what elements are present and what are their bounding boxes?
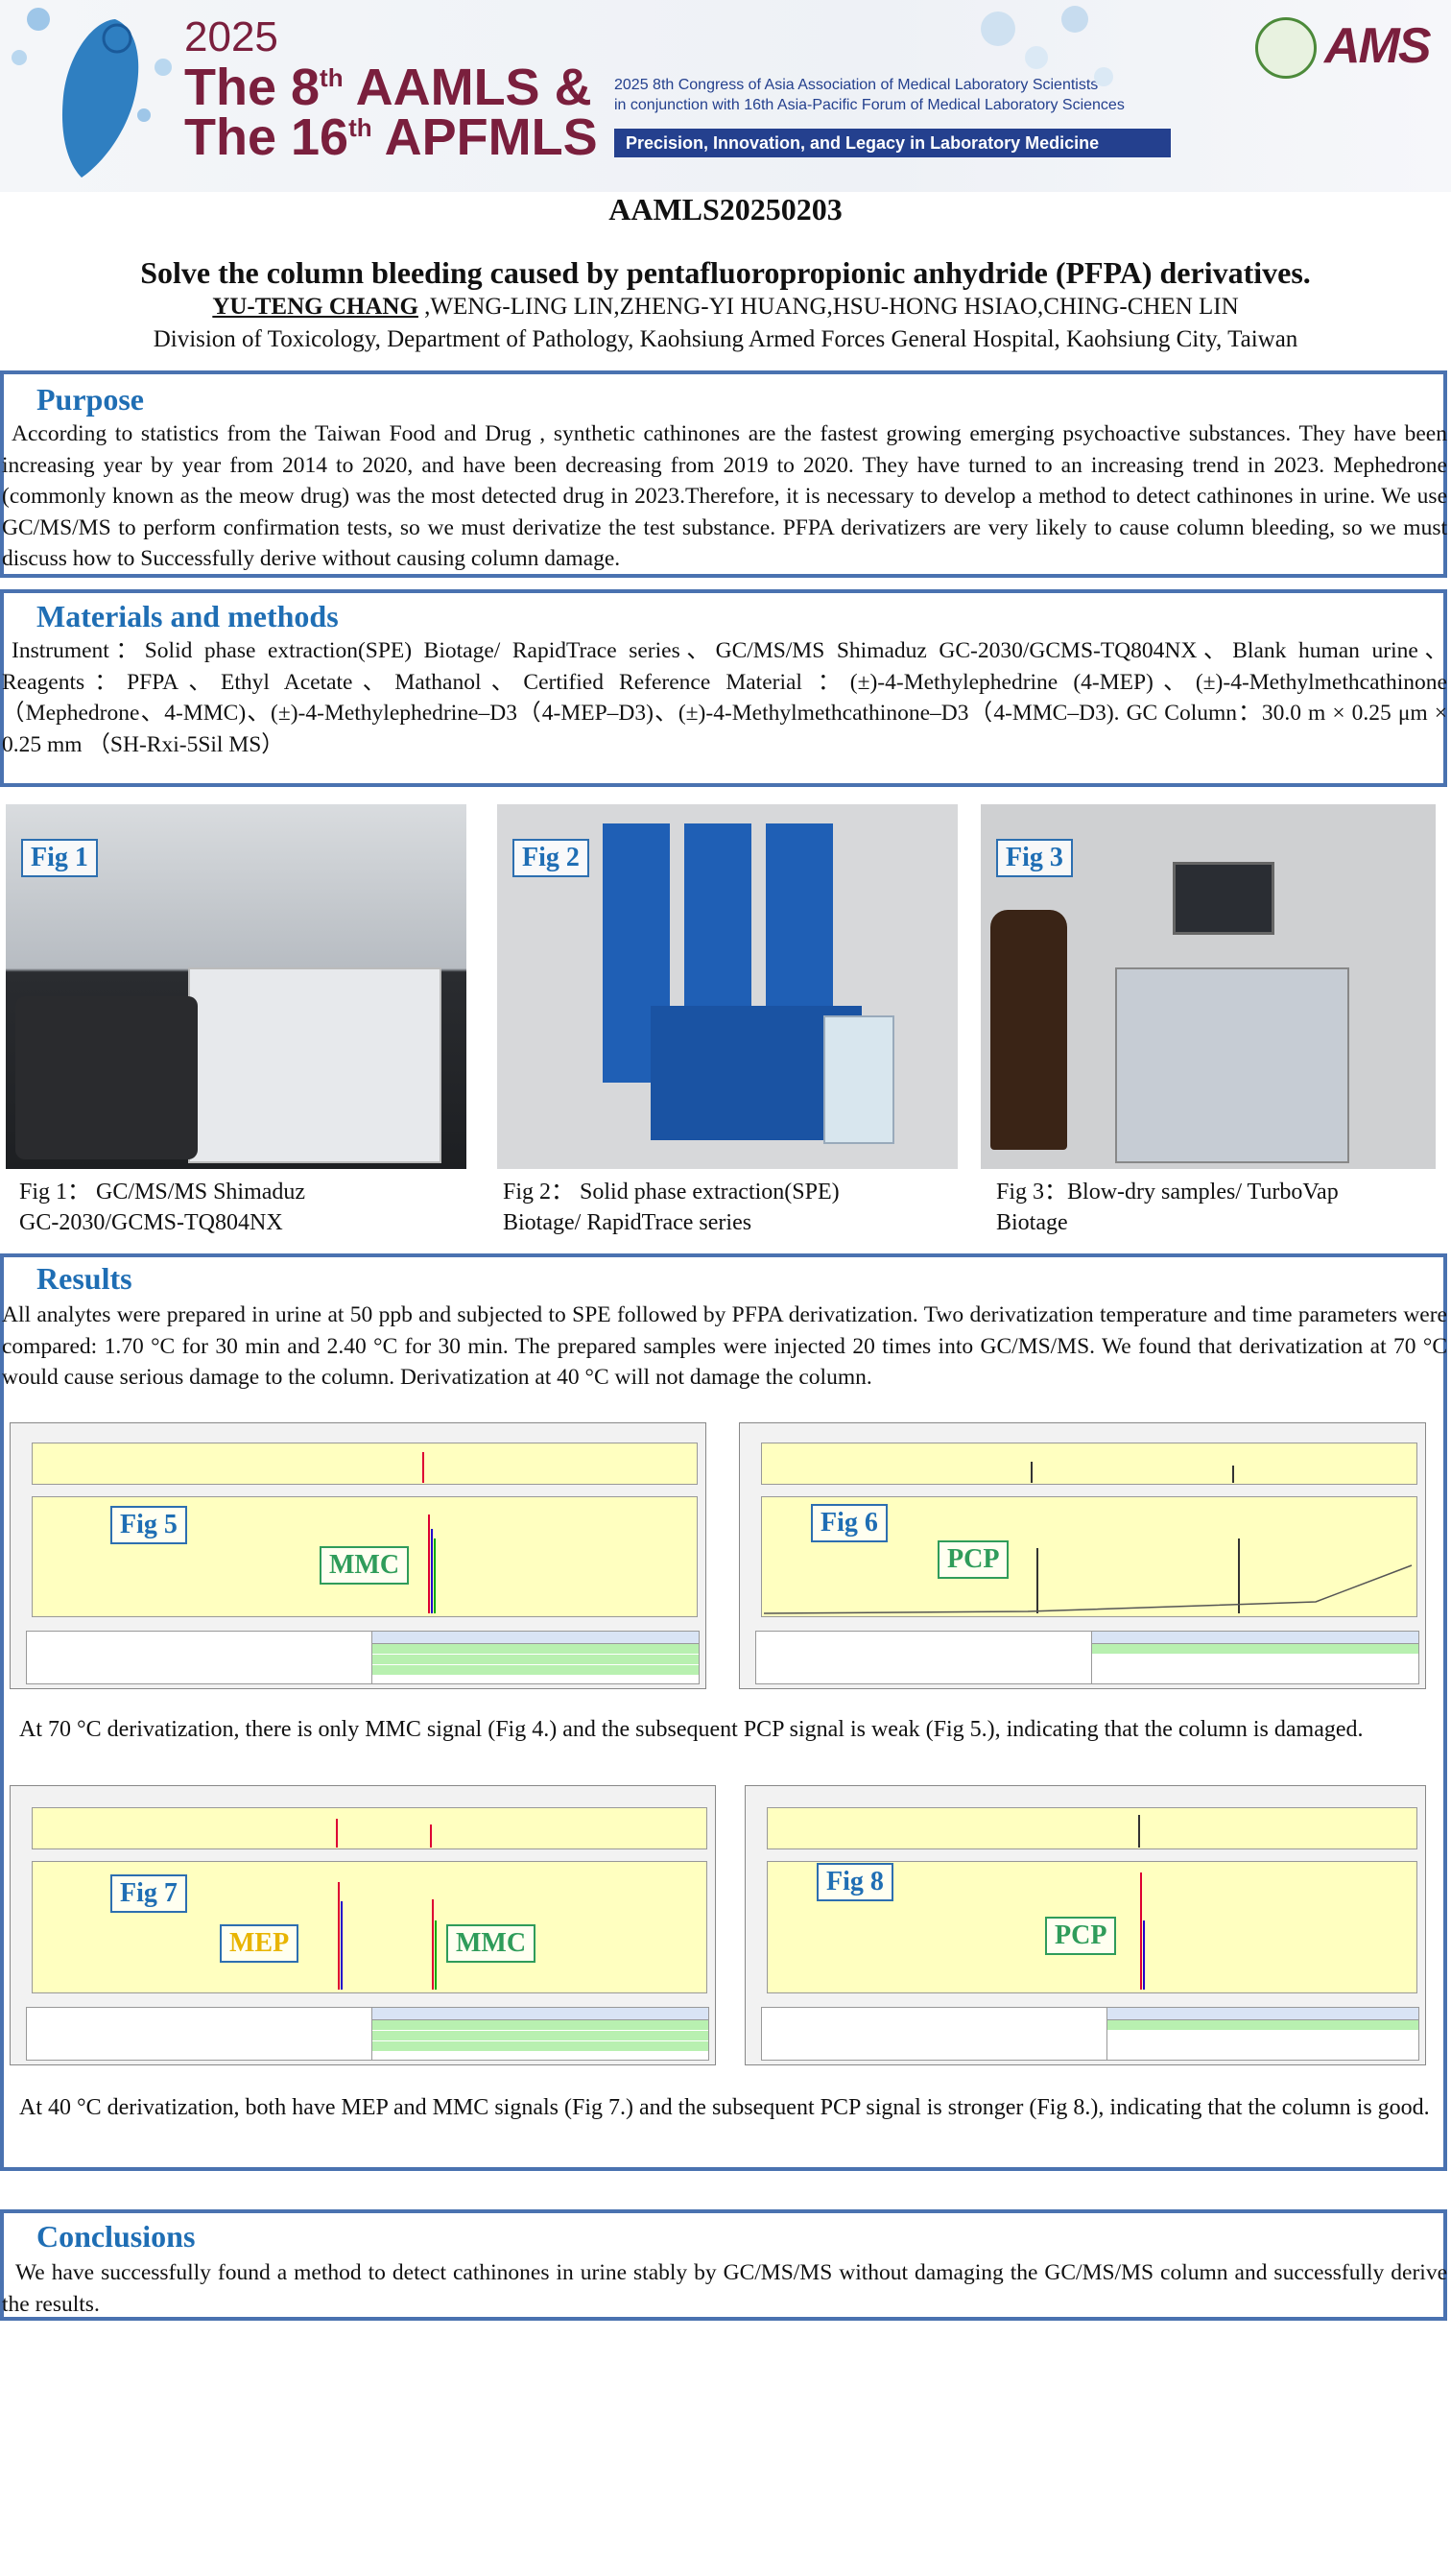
- conference-banner: 2025 The 8th AAMLS & The 16th APFMLS 202…: [0, 0, 1451, 192]
- figure-6-results-table: [1091, 1631, 1419, 1684]
- banner-subtitle: 2025 8th Congress of Asia Association of…: [614, 77, 1125, 113]
- methods-section: [0, 589, 1447, 787]
- molecule-decoration-icon: [981, 6, 1113, 86]
- figure-7-chromatogram: Fig 7 MEP MMC: [10, 1785, 716, 2065]
- figure-5-results-table: [371, 1631, 700, 1684]
- purpose-section: [0, 370, 1447, 578]
- banner-year: 2025: [184, 13, 278, 60]
- results-section: [0, 1253, 1447, 2171]
- figure-6-compound-pcp: PCP: [938, 1540, 1010, 1579]
- figure-8-compound-pcp: PCP: [1045, 1917, 1117, 1955]
- conclusions-section: [0, 2209, 1447, 2321]
- figure-5-compound-mmc: MMC: [320, 1546, 410, 1585]
- conclusions-heading: Conclusions: [36, 2219, 196, 2254]
- author-list: YU-TENG CHANG ,WENG-LING LIN,ZHENG-YI HU…: [212, 294, 1239, 320]
- figure-2-photo: Fig 2: [497, 804, 958, 1169]
- figure-7-compound-mmc: MMC: [446, 1924, 536, 1963]
- figure-8-trace: [1138, 1815, 1145, 1990]
- figure-3-photo: Fig 3: [981, 804, 1436, 1169]
- ams-logo: AMS: [1324, 18, 1432, 74]
- affiliation: Division of Toxicology, Department of Pa…: [153, 326, 1298, 352]
- banner-line-1: The 8th AAMLS &: [184, 59, 592, 116]
- results-text: All analytes were prepared in urine at 5…: [2, 1302, 1447, 1390]
- banner-line-2: The 16th APFMLS: [184, 108, 598, 166]
- figure-1-label: Fig 1: [21, 839, 98, 877]
- figure-8-spectrum-panel: [761, 2007, 1108, 2061]
- results-note-70c: At 70 °C derivatization, there is only M…: [19, 1717, 1364, 1742]
- figure-1-photo: Fig 1: [6, 804, 466, 1169]
- figure-2-label: Fig 2: [512, 839, 589, 877]
- figure-5-spectrum-panel: [26, 1631, 373, 1684]
- figure-5-label: Fig 5: [110, 1506, 187, 1544]
- methods-text: Instrument：Solid phase extraction(SPE) B…: [2, 638, 1447, 757]
- figure-5-trace: [422, 1452, 436, 1613]
- figure-7-trace: [336, 1819, 437, 1990]
- results-heading: Results: [36, 1261, 132, 1296]
- purpose-text: According to statistics from the Taiwan …: [2, 421, 1447, 571]
- figure-6-spectrum-panel: [755, 1631, 1103, 1684]
- purpose-heading: Purpose: [36, 382, 144, 417]
- banner-tagline: Precision, Innovation, and Legacy in Lab…: [614, 129, 1171, 157]
- poster-title: Solve the column bleeding caused by pent…: [140, 255, 1311, 290]
- figure-7-compound-mep: MEP: [220, 1924, 299, 1963]
- figure-5-chromatogram: Fig 5 MMC: [10, 1422, 706, 1689]
- figure-7-spectrum-panel: [26, 2007, 373, 2061]
- figure-6-trace: [763, 1462, 1413, 1614]
- conclusions-text: We have successfully found a method to d…: [2, 2260, 1447, 2317]
- figure-7-results-table: [371, 2007, 709, 2061]
- results-note-40c: At 40 °C derivatization, both have MEP a…: [19, 2095, 1430, 2120]
- figure-8-results-table: [1106, 2007, 1419, 2061]
- lead-author: YU-TENG CHANG: [212, 294, 418, 320]
- figure-8-label: Fig 8: [817, 1863, 893, 1901]
- methods-heading: Materials and methods: [36, 599, 339, 633]
- society-seal-icon: [1255, 17, 1317, 79]
- figure-8-chromatogram: Fig 8 PCP: [745, 1785, 1426, 2065]
- figure-3-label: Fig 3: [996, 839, 1073, 877]
- figure-6-label: Fig 6: [811, 1504, 888, 1542]
- abstract-code: AAMLS20250203: [608, 192, 843, 227]
- figure-7-label: Fig 7: [110, 1874, 187, 1913]
- figure-2-caption: Fig 2： Solid phase extraction(SPE)Biotag…: [503, 1180, 840, 1235]
- figure-6-chromatogram: Fig 6 PCP: [739, 1422, 1426, 1689]
- taiwan-map-icon: [12, 8, 172, 178]
